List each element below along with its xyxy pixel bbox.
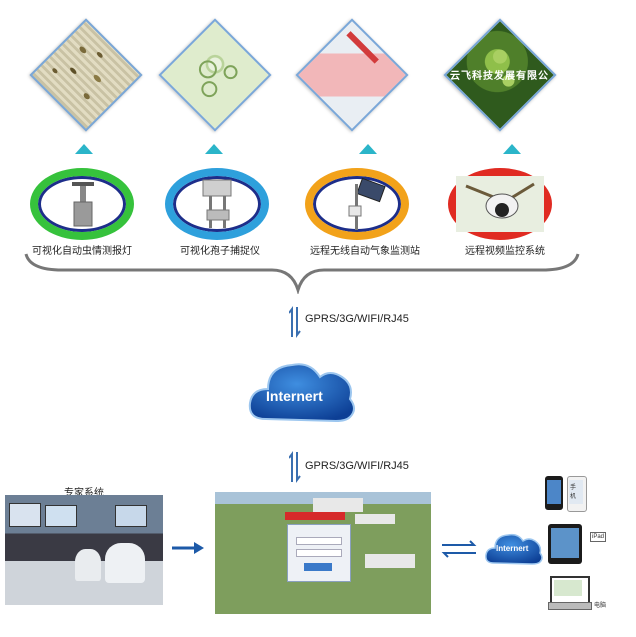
spore-microscope-photo: [158, 18, 272, 132]
bidirectional-arrow-icon: [289, 451, 301, 483]
tablet-label: iPad: [590, 532, 607, 542]
spore-trap-icon: [202, 179, 232, 228]
camera-dome-icon: [456, 176, 544, 232]
internet-cloud-label: Internert: [266, 388, 323, 404]
video-surveillance-device: [448, 168, 552, 240]
insect-lamp-device: [30, 168, 134, 240]
company-banner-text: 云飞科技发展有限公: [450, 71, 549, 82]
tablet-device: [548, 524, 582, 564]
arrow-right-icon: [172, 542, 204, 554]
phone-label: 手机: [570, 485, 577, 500]
protocol-label-top: GPRS/3G/WIFI/RJ45: [305, 313, 409, 325]
arrow-up-icon: [503, 144, 521, 154]
device-label-spore-trap: 可视化孢子捕捉仪: [180, 246, 260, 257]
solar-panel-icon: [348, 177, 386, 230]
device-label-video-monitor: 远程视频监控系统: [465, 246, 545, 257]
login-panel: [287, 524, 351, 582]
arrow-up-icon: [359, 144, 377, 154]
device-label-weather-station: 远程无线自动气象监测站: [310, 246, 420, 257]
bidirectional-arrow-icon: [289, 306, 301, 338]
protocol-label-bottom: GPRS/3G/WIFI/RJ45: [305, 460, 409, 472]
internet-cloud-small-label: Internert: [496, 544, 529, 553]
internet-cloud-small-icon: [485, 533, 543, 565]
platform-login-screenshot: [215, 492, 431, 614]
grouping-brace: [24, 253, 580, 294]
phone-device: [545, 476, 593, 518]
arrow-up-icon: [205, 144, 223, 154]
arrow-up-icon: [75, 144, 93, 154]
insect-trap-photo: [29, 18, 143, 132]
spore-trap-device: [165, 168, 269, 240]
device-label-insect-lamp: 可视化自动虫情测报灯: [32, 246, 132, 257]
expert-system-label: 专家系统: [64, 488, 104, 499]
insect-lamp-icon: [72, 182, 94, 227]
pc-device: [548, 576, 592, 610]
internet-cloud-icon: [248, 363, 355, 423]
bidirectional-arrow-icon: [441, 540, 477, 558]
weather-station-device: [305, 168, 409, 240]
weather-map-photo: [295, 18, 409, 132]
expert-control-room-photo: [5, 495, 163, 605]
pc-label: 电脑: [594, 603, 607, 609]
